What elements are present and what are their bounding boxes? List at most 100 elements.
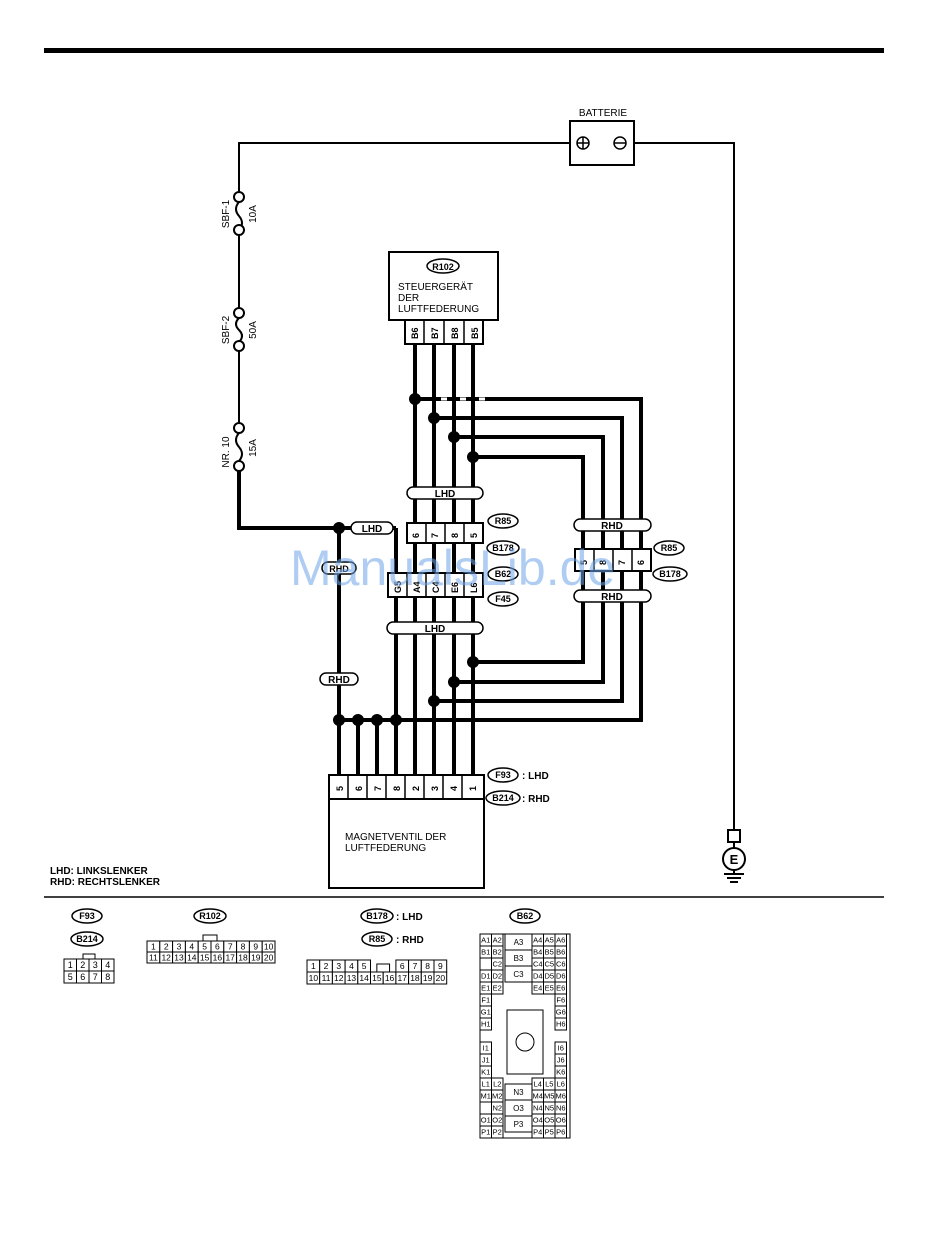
pin-number: E4 (533, 984, 542, 993)
harness-tag (573, 518, 652, 532)
pin-number: O4 (533, 1116, 543, 1125)
harness-tag-text: RHD (601, 521, 623, 532)
pin-number: 6 (400, 961, 405, 971)
pin-number: B2 (493, 948, 502, 957)
pin-number: 14 (359, 973, 369, 983)
pin-label: 5 (579, 560, 589, 565)
pin-label: E6 (450, 582, 460, 593)
splice-points (333, 393, 479, 726)
pin-label: 8 (392, 786, 402, 791)
pin-label: 7 (617, 560, 627, 565)
hidden-rhd-tag: RHD (321, 561, 357, 575)
svg-text:LHD: LHD (362, 524, 383, 535)
b62-center-hole (515, 1032, 535, 1052)
battery-plus-icon (576, 136, 590, 150)
connector-label: B62 (495, 569, 512, 579)
pin-number: 8 (241, 942, 246, 952)
connector-suffix: : RHD (522, 794, 550, 805)
pin-number: J1 (482, 1056, 490, 1065)
pin-number: 6 (80, 972, 85, 982)
pin-number: P1 (481, 1128, 490, 1137)
pin-number: 2 (324, 961, 329, 971)
pin-label: 8 (598, 560, 608, 565)
pin-number: E2 (493, 984, 502, 993)
pin-label: L6 (469, 582, 479, 593)
pin-label: G5 (393, 581, 403, 593)
pin-number: 1 (68, 960, 73, 970)
joint-rhd: RHD 5 8 7 6 RHD R85 B178 (573, 518, 688, 603)
pin-number: 9 (438, 961, 443, 971)
pin-number: D6 (556, 972, 566, 981)
pin-number: 8 (105, 972, 110, 982)
connector-label: B62 (517, 911, 534, 921)
pin-number: H1 (481, 1020, 491, 1029)
supply-wire (238, 142, 735, 830)
pin-number: 3 (177, 942, 182, 952)
harness-tag-text: LHD (435, 489, 456, 500)
connector-label: R102 (432, 262, 454, 272)
pin-number: 8 (425, 961, 430, 971)
pin-number: 2 (164, 942, 169, 952)
fuse-sbf2: SBF-2 50A (221, 307, 259, 352)
pin-number: E1 (481, 984, 490, 993)
pin-number: H6 (556, 1020, 566, 1029)
pin-label: B8 (450, 327, 460, 339)
fuse-nr10: NR. 10 15A (221, 422, 259, 472)
pin-number: D4 (533, 972, 543, 981)
pin-number: 18 (410, 973, 420, 983)
pin-number: C6 (556, 960, 566, 969)
pin-cell (433, 971, 448, 985)
pin-number: 4 (105, 960, 110, 970)
fuse-rating: 15A (248, 439, 259, 457)
pin-number: M2 (492, 1092, 502, 1101)
pin-number: 17 (225, 953, 235, 963)
connector-label: B214 (76, 934, 98, 944)
pin-number: B6 (556, 948, 565, 957)
pin-number: O2 (492, 1116, 502, 1125)
pin-cell (504, 965, 533, 983)
pin-number: F1 (481, 996, 490, 1005)
pin-label: 5 (335, 786, 345, 791)
harness-tag (386, 621, 484, 635)
pin-number: 5 (202, 942, 207, 952)
wire-tag-rhd: RHD (319, 672, 359, 686)
pin-number: 1 (151, 942, 156, 952)
svg-text:RHD: RHD (328, 675, 350, 686)
fuse-output-wire (237, 468, 396, 530)
pin-number: N5 (544, 1104, 554, 1113)
pin-label: 5 (469, 533, 479, 538)
pin-number: 19 (251, 953, 261, 963)
ground-icon: E (722, 829, 746, 883)
pin-number: M6 (556, 1092, 566, 1101)
pin-label: C4 (431, 581, 441, 593)
pin-number: 11 (149, 953, 158, 963)
top-rule (44, 48, 884, 53)
pin-number: 5 (68, 972, 73, 982)
ground-label: E (730, 852, 739, 867)
pin-number: 2 (80, 960, 85, 970)
pin-number: N2 (492, 1104, 502, 1113)
pin-label: B5 (470, 327, 480, 339)
connector-label: R85 (661, 543, 678, 553)
pin-number: M4 (533, 1092, 543, 1101)
pin-number: 3 (93, 960, 98, 970)
pin-cell (82, 953, 96, 960)
pin-number: B1 (481, 948, 490, 957)
pin-cell (491, 981, 504, 995)
joint-lhd: LHD 6 7 8 5 R85 B178 B62 (406, 486, 520, 582)
pin-number: 16 (385, 973, 395, 983)
battery: BATTERIE (569, 108, 635, 166)
solenoid-valve: 5 6 7 8 2 3 4 1 MAGNETVENTIL DER LUFTFED… (328, 767, 550, 889)
pin-number: I1 (483, 1044, 489, 1053)
pin-number: D2 (492, 972, 502, 981)
connector-label: R102 (199, 911, 221, 921)
pin-number: A3 (514, 938, 524, 947)
pin-label: 2 (411, 786, 421, 791)
